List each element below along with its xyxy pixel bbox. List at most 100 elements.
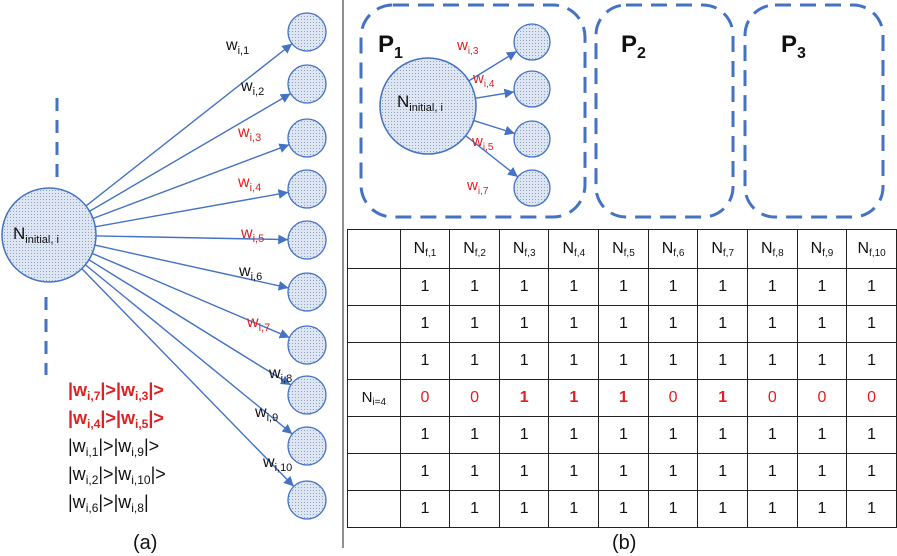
matrix-col-header-6: Nf,6 (647, 229, 699, 269)
matrix-cell: 1 (746, 490, 798, 528)
target-node-8 (287, 375, 327, 415)
ranking-line-5: |wi,6|>|wi,8| (68, 492, 149, 515)
weight-label-3: wi,3 (237, 124, 261, 144)
matrix-cell: 1 (449, 490, 500, 528)
edge-4 (92, 189, 289, 228)
matrix-cell: 1 (548, 379, 600, 417)
matrix-cell: 1 (697, 453, 748, 491)
matrix-cell: 1 (399, 490, 451, 528)
weight-label-2: wi,2 (240, 78, 264, 98)
matrix-row-header (347, 490, 401, 528)
panel-a-caption: (a) (133, 532, 157, 554)
target-node-3 (287, 118, 327, 158)
matrix-col-header-1: Nf,1 (399, 229, 451, 269)
target-node-9 (287, 426, 327, 466)
matrix-cell: 1 (846, 342, 897, 380)
edge-7 (89, 251, 290, 339)
matrix-cell: 1 (399, 342, 451, 380)
matrix-cell: 1 (647, 453, 699, 491)
matrix-col-header-5: Nf,5 (598, 229, 649, 269)
matrix-cell: 0 (449, 379, 500, 417)
matrix-cell: 1 (796, 268, 848, 306)
panel-a-weight-labels: wi,1wi,2wi,3wi,4wi,5wi,6wi,7wi,8wi,9wi,1… (225, 37, 292, 474)
weight-ranking: |wi,7|>|wi,3|>|wi,4|>|wi,5|>|wi,1|>|wi,9… (68, 380, 166, 515)
edge-6 (91, 243, 289, 291)
edge-10 (79, 266, 295, 487)
matrix-cell: 1 (846, 268, 897, 306)
partition-label-p3: P3 (781, 31, 806, 62)
matrix-cell: 1 (498, 453, 550, 491)
weight-label-5: wi,5 (240, 225, 264, 245)
matrix-cell: 1 (846, 416, 897, 454)
matrix-cell: 1 (498, 379, 550, 417)
matrix-cell: 1 (846, 305, 897, 343)
p1-target-node-4 (513, 169, 551, 207)
matrix-cell: 1 (598, 453, 649, 491)
matrix-row-header (347, 416, 401, 454)
matrix-cell: 1 (548, 416, 600, 454)
matrix-cell: 1 (796, 305, 848, 343)
matrix-cell: 1 (399, 416, 451, 454)
matrix-cell: 1 (598, 268, 649, 306)
matrix-cell: 1 (449, 453, 500, 491)
panel-a-target-nodes (287, 12, 327, 520)
target-node-2 (287, 64, 327, 104)
p1-weight-label-3: wi,5 (471, 133, 494, 153)
matrix-cell: 1 (796, 490, 848, 528)
target-node-5 (287, 220, 327, 260)
panel-b-caption: (b) (612, 532, 636, 554)
matrix-cell: 1 (548, 305, 600, 343)
ranking-line-3: |wi,1|>|wi,9|> (68, 436, 159, 459)
matrix-cell: 1 (846, 453, 897, 491)
p1-edges (463, 50, 519, 178)
matrix-cell: 1 (746, 416, 798, 454)
ranking-line-1: |wi,7|>|wi,3|> (68, 380, 164, 403)
matrix-cell: 1 (746, 453, 798, 491)
matrix-cell: 1 (548, 342, 600, 380)
matrix-row-header (347, 453, 401, 491)
p1-target-node-3 (513, 120, 551, 158)
matrix-cell: 1 (399, 453, 451, 491)
matrix-row-header: Ni=4 (347, 379, 401, 417)
partition-label-p1: P1 (378, 31, 403, 62)
p1-weight-label-4: wi,7 (466, 177, 489, 197)
matrix-col-header-9: Nf,9 (796, 229, 848, 269)
matrix-cell: 1 (746, 342, 798, 380)
matrix-cell: 1 (746, 305, 798, 343)
matrix-cell: 1 (498, 490, 550, 528)
matrix-col-header-3: Nf,3 (498, 229, 550, 269)
matrix-cell: 1 (399, 305, 451, 343)
weight-label-9: wi,9 (254, 404, 278, 424)
matrix-cell: 1 (697, 305, 748, 343)
weight-label-1: wi,1 (225, 37, 249, 57)
matrix-cell: 1 (846, 490, 897, 528)
panel-a: Ninitial, i wi,1wi,2wi,3wi,4wi,5wi,6wi,7… (1, 12, 327, 554)
p1-target-node-2 (513, 70, 551, 108)
matrix-cell: 1 (548, 453, 600, 491)
panel-b: P1 P2 P3 Ninitial, i wi,3wi,4wi,5wi,7 (b… (359, 3, 885, 554)
p1-target-nodes (513, 23, 551, 207)
p1-weight-labels: wi,3wi,4wi,5wi,7 (456, 37, 495, 197)
matrix-cell: 1 (498, 305, 550, 343)
matrix-cell: 1 (796, 416, 848, 454)
matrix-cell: 1 (598, 490, 649, 528)
matrix-cell: 1 (697, 416, 748, 454)
matrix-col-header-7: Nf,7 (697, 229, 748, 269)
matrix-cell: 1 (449, 416, 500, 454)
matrix-col-header-4: Nf,4 (548, 229, 600, 269)
edge-9 (82, 262, 293, 435)
p1-target-node-1 (513, 23, 551, 61)
matrix-cell: 1 (449, 268, 500, 306)
matrix-cell: 1 (598, 342, 649, 380)
matrix-cell: 1 (598, 416, 649, 454)
matrix-cell: 1 (746, 268, 798, 306)
matrix-cell: 1 (598, 305, 649, 343)
weight-label-7: wi,7 (246, 314, 270, 334)
p1-weight-label-1: wi,3 (456, 37, 479, 57)
